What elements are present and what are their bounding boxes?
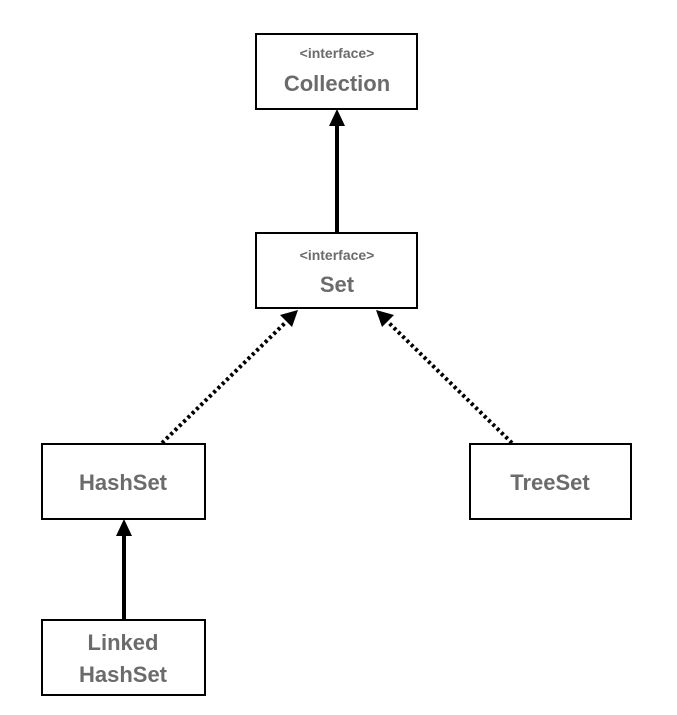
edge-treeset-to-set — [376, 310, 514, 445]
node-set: <interface> Set — [255, 232, 418, 309]
arrowhead-icon — [116, 519, 132, 536]
edge-hashset-to-set — [160, 310, 298, 445]
node-collection: <interface> Collection — [255, 33, 418, 110]
node-name: Set — [320, 272, 355, 297]
arrowhead-icon — [280, 310, 298, 327]
node-hashset: HashSet — [41, 443, 206, 520]
edge-set-to-collection — [329, 109, 345, 232]
arrowhead-icon — [329, 109, 345, 126]
node-linkedhashset: Linked HashSet — [41, 619, 206, 696]
edge-linkedhashset-to-hashset — [116, 519, 132, 619]
arrowhead-icon — [376, 310, 394, 327]
node-name: TreeSet — [510, 470, 590, 495]
node-name: HashSet — [79, 470, 168, 495]
node-stereotype: <interface> — [300, 45, 375, 61]
node-name: Collection — [284, 71, 390, 96]
node-name-line-2: HashSet — [79, 662, 168, 687]
node-name-line-1: Linked — [88, 630, 159, 655]
node-stereotype: <interface> — [300, 247, 375, 263]
node-treeset: TreeSet — [469, 443, 632, 520]
